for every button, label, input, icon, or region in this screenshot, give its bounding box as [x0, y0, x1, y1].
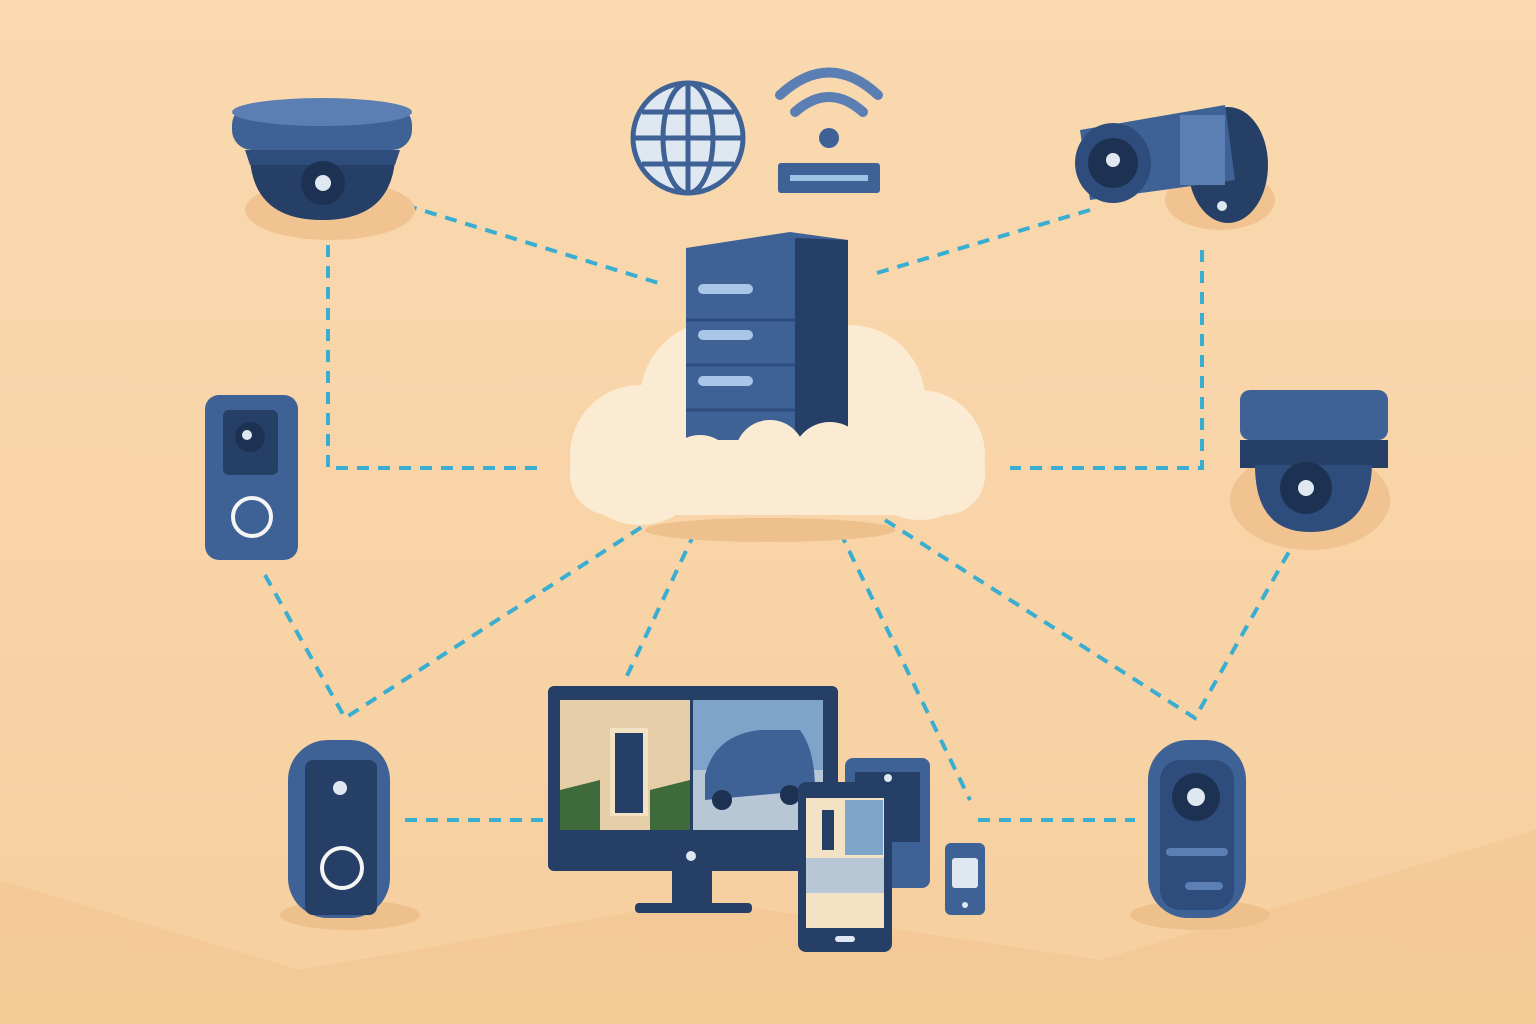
ptz-camera-icon — [1230, 390, 1390, 550]
video-doorbell-icon — [205, 395, 298, 560]
video-doorbell-icon — [280, 740, 420, 930]
connection-line — [869, 208, 1091, 277]
connection-line — [623, 531, 697, 681]
globe-icon — [630, 80, 746, 196]
wifi-router-icon — [775, 67, 883, 193]
dome-camera-icon — [232, 98, 415, 240]
connection-line — [883, 518, 1292, 721]
ground-shade — [0, 830, 1536, 1024]
remote-icon — [945, 843, 985, 915]
connection-line — [326, 245, 540, 470]
server-cloud-icon — [570, 232, 985, 542]
bullet-camera-icon — [1075, 105, 1275, 230]
connection-line — [404, 203, 666, 287]
smartphone-icon — [798, 782, 892, 952]
monitor-icon — [548, 686, 838, 913]
intercom-camera-icon — [1130, 740, 1270, 930]
connection-line — [838, 531, 972, 801]
connection-line — [263, 523, 647, 721]
connection-lines — [263, 203, 1292, 822]
connection-line — [1010, 250, 1204, 470]
